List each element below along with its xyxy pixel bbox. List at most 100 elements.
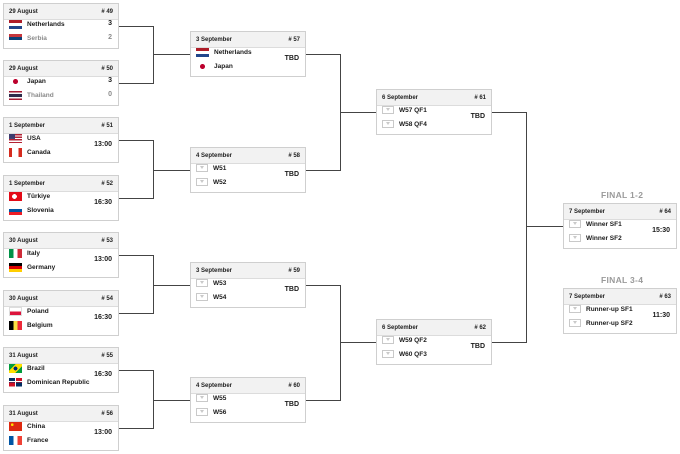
flag-cn-icon xyxy=(9,421,22,431)
match-number: # 59 xyxy=(288,267,300,274)
match-number: # 49 xyxy=(101,8,113,15)
bracket-connector xyxy=(119,255,153,256)
placeholder-team-icon xyxy=(196,178,208,186)
team-name: W56 xyxy=(213,408,227,416)
match-header: 4 September# 60 xyxy=(191,378,305,394)
placeholder-team-icon xyxy=(569,305,581,313)
team-name: Türkiye xyxy=(27,192,51,200)
match-time: 13:00 xyxy=(94,141,112,148)
match-number: # 54 xyxy=(101,295,113,302)
flag-do-icon xyxy=(9,377,22,387)
team-name: Italy xyxy=(27,249,41,257)
match-time: TBD xyxy=(284,171,299,178)
team-name: Runner-up SF2 xyxy=(586,319,633,327)
team-name: W55 xyxy=(213,394,227,402)
bracket-connector xyxy=(119,198,153,199)
match-header: 6 September# 62 xyxy=(377,320,491,336)
match-number: # 53 xyxy=(101,237,113,244)
placeholder-team-icon xyxy=(569,234,581,242)
bracket-connector xyxy=(119,83,153,84)
match-header: 3 September# 57 xyxy=(191,32,305,48)
match-date: 7 September xyxy=(569,293,606,300)
placeholder-team-icon xyxy=(196,293,208,301)
team-score: 3 xyxy=(108,20,112,27)
team-name: W60 QF3 xyxy=(399,350,427,358)
flag-rs-icon xyxy=(9,33,22,43)
match-number: # 58 xyxy=(288,152,300,159)
team-row: Italy xyxy=(9,248,40,258)
bracket-connector xyxy=(119,140,153,141)
flag-th-icon xyxy=(9,90,22,100)
flag-si-icon xyxy=(9,205,22,215)
bracket-connector xyxy=(306,400,340,401)
match-header: 7 September # 63 xyxy=(564,289,676,305)
match-date: 3 September xyxy=(196,36,233,43)
flag-tr-icon xyxy=(9,191,22,201)
bracket-connector xyxy=(526,112,527,343)
team-row: Netherlands xyxy=(196,47,252,57)
placeholder-team-icon xyxy=(196,164,208,172)
placeholder-team-icon xyxy=(196,394,208,402)
flag-br-icon xyxy=(9,363,22,373)
team-name: Thailand xyxy=(27,91,54,99)
team-row: Poland xyxy=(9,306,49,316)
bracket-connector xyxy=(153,400,190,401)
match-date: 31 August xyxy=(9,410,38,417)
bracket-connector xyxy=(119,428,153,429)
placeholder-team-icon xyxy=(382,106,394,114)
match-time: 15:30 xyxy=(652,227,670,234)
team-row: Japan xyxy=(196,61,233,71)
team-score: 2 xyxy=(108,34,112,41)
match-time: 13:00 xyxy=(94,429,112,436)
flag-nl-icon xyxy=(196,47,209,57)
team-name: Serbia xyxy=(27,34,47,42)
team-row: France xyxy=(9,435,48,445)
team-name: Belgium xyxy=(27,321,53,329)
match-number: # 55 xyxy=(101,352,113,359)
match-number: # 52 xyxy=(101,180,113,187)
flag-be-icon xyxy=(9,320,22,330)
final-label: FINAL 3-4 xyxy=(601,275,644,285)
team-row: W54 xyxy=(196,292,226,302)
team-row: W55 xyxy=(196,393,226,403)
match-header: 1 September# 51 xyxy=(4,118,118,134)
match-number: # 50 xyxy=(101,65,113,72)
team-row: Thailand xyxy=(9,90,54,100)
team-name: Japan xyxy=(214,62,233,70)
team-name: Winner SF2 xyxy=(586,234,622,242)
placeholder-team-icon xyxy=(196,408,208,416)
flag-jp-icon xyxy=(196,61,209,71)
match-time: 16:30 xyxy=(94,371,112,378)
match-time: TBD xyxy=(284,55,299,62)
placeholder-team-icon xyxy=(382,120,394,128)
bracket-connector xyxy=(153,26,154,84)
team-row: Türkiye xyxy=(9,191,50,201)
match-header: 30 August# 53 xyxy=(4,233,118,249)
team-name: Japan xyxy=(27,77,46,85)
match-time: 11:30 xyxy=(652,312,670,319)
team-name: W51 xyxy=(213,164,227,172)
match-date: 6 September xyxy=(382,94,419,101)
flag-de-icon xyxy=(9,262,22,272)
bracket-connector xyxy=(340,112,376,113)
match-number: # 63 xyxy=(659,293,671,300)
bracket-connector xyxy=(153,170,190,171)
match-date: 1 September xyxy=(9,180,46,187)
match-number: # 56 xyxy=(101,410,113,417)
